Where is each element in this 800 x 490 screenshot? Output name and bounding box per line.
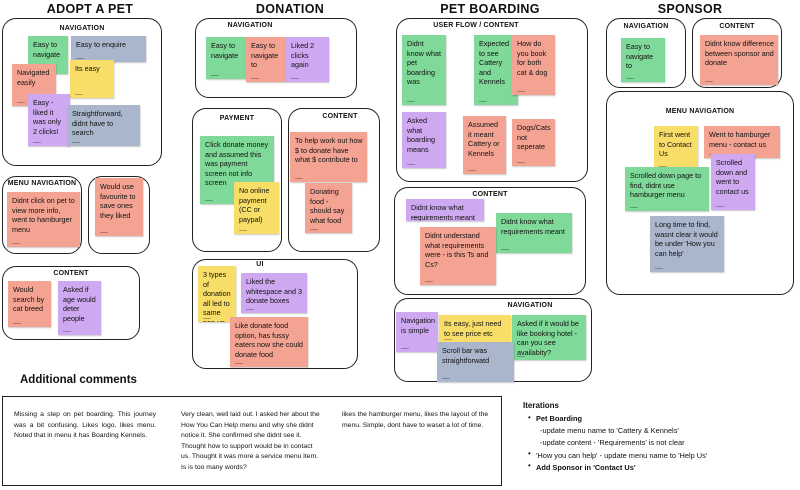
donation-content-group [288, 108, 380, 252]
sticky-note: Its easy, just need to see price etc [439, 315, 511, 343]
boarding-content-group [394, 187, 586, 295]
boarding-userflow-label: USER FLOW / CONTENT [433, 22, 519, 29]
sticky-note: Easy to navigate to [246, 37, 286, 82]
sticky-note: 3 types of donation all led to same pop … [198, 266, 236, 322]
sticky-note: Went to hamburger menu - contact us [704, 126, 780, 158]
boarding-navigation-label: NAVIGATION [507, 302, 553, 309]
iteration-pet-boarding: Pet Boarding [536, 414, 582, 423]
adopt-content-label: CONTENT [53, 270, 89, 277]
sticky-note: No online payment (CC or paypal) [234, 182, 279, 234]
sponsor-menu-navigation-group [606, 91, 794, 295]
boarding-content-label: CONTENT [472, 191, 508, 198]
sponsor-menu-navigation-label: MENU NAVIGATION [665, 108, 735, 115]
sticky-note: Didnt know what requirements meant [406, 199, 484, 221]
bullet-marker: • [528, 413, 531, 422]
donation-title: DONATION [255, 2, 325, 16]
comment-3: likes the hamburger menu, likes the layo… [342, 411, 489, 429]
sticky-note: Didnt understand what requirements were … [420, 227, 496, 285]
bullet-marker: • [528, 449, 531, 458]
adopt-navigation-group [2, 18, 162, 166]
sticky-note: Would search by cat breed [8, 281, 51, 327]
boarding-userflow-group [396, 18, 588, 182]
donation-content-label: CONTENT [322, 113, 358, 120]
sponsor-content-label: CONTENT [719, 23, 755, 30]
sticky-note: Its easy [70, 60, 114, 98]
sticky-note: Easy - liked it was only 2 clicks! [28, 94, 70, 146]
sticky-note: Didnt click on pet to view more info, we… [7, 192, 80, 247]
sticky-note: Scrolled down and went to contact us [711, 154, 755, 210]
sticky-note: Navigation is simple [396, 312, 438, 352]
comment-2: Very clean, well laid out. I asked her a… [181, 411, 320, 471]
iteration-update-menu-name: -update menu name to 'Cattery & Kennels' [540, 426, 679, 435]
boarding-title: PET BOARDING [440, 2, 540, 16]
sponsor-navigation-label: NAVIGATION [623, 23, 669, 30]
additional-comments-heading: Additional comments [20, 374, 137, 386]
iteration-update-content: -update content - 'Requirements' is not … [540, 438, 685, 447]
sticky-note: Easy to navigate to [621, 38, 665, 82]
sticky-note: Asked if it would be like booking hotel … [512, 315, 586, 360]
donation-payment-label: PAYMENT [219, 115, 255, 122]
sticky-note: Would use favourite to save ones they li… [95, 178, 143, 236]
sticky-note: Dogs/Cats not seperate [512, 119, 555, 166]
iteration-help-us: 'How you can help' - update menu name to… [536, 451, 708, 460]
donation-navigation-group [195, 18, 357, 98]
sponsor-content-group [692, 18, 782, 88]
iterations-heading: Iterations [523, 401, 560, 410]
bullet-marker: • [528, 461, 531, 470]
sticky-note: First went to Contact Us [654, 126, 698, 170]
sticky-note: Asked if age would deter people [58, 281, 101, 335]
sticky-note: To help work out how $ to donate have wh… [290, 132, 367, 182]
sticky-note: Asked what boarding means [402, 112, 446, 168]
sticky-note: Liked 2 clicks again [286, 37, 329, 82]
adopt-menu-navigation-group [2, 176, 82, 254]
sticky-note: Didnt know difference between sponsor an… [700, 35, 778, 85]
sticky-note: Scrolled down page to find, didnt use ha… [625, 167, 709, 211]
comments-panel [2, 396, 502, 486]
sticky-note: Like donate food option, has fussy eater… [230, 317, 308, 367]
sticky-note: Scroll bar was straightforwatd [437, 342, 514, 382]
sticky-note: Didnt know what pet boarding was [402, 35, 446, 105]
donation-ui-label: UI [256, 261, 264, 268]
donation-navigation-label: NAVIGATION [227, 22, 273, 29]
sticky-note: Easy to navigate [206, 37, 246, 79]
adopt-menu-navigation-label: MENU NAVIGATION [7, 180, 77, 187]
sticky-note: How do you book for both cat & dog [512, 35, 555, 95]
sticky-note: Easy to enquire [71, 36, 146, 62]
sticky-note: Assumed it meant Cattery or Kennels [463, 116, 506, 174]
adopt-favourites-group [88, 176, 150, 254]
sticky-note: Straightforward, didnt have to search [67, 105, 140, 146]
sponsor-navigation-group [606, 18, 686, 88]
sponsor-title: SPONSOR [657, 2, 723, 16]
donation-payment-group [192, 108, 282, 252]
sticky-note: Expected to see Cattery and Kennels [474, 35, 518, 105]
adopt-content-group [2, 266, 140, 340]
sticky-note: Liked the whitespace and 3 donate boxes [241, 273, 307, 313]
adopt-navigation-label: NAVIGATION [59, 25, 105, 32]
adopt-title: ADOPT A PET [46, 2, 134, 16]
iteration-add-sponsor: Add Sponsor in 'Contact Us' [536, 463, 636, 472]
sticky-note: Didnt know what requirements meant [496, 213, 572, 253]
comment-1: Missing a step on pet boarding. This jou… [14, 411, 156, 440]
sticky-note: Donating food - should say what food [305, 183, 352, 233]
sticky-note: Long time to find, wasnt clear it would … [650, 216, 724, 272]
donation-ui-group [192, 259, 358, 369]
